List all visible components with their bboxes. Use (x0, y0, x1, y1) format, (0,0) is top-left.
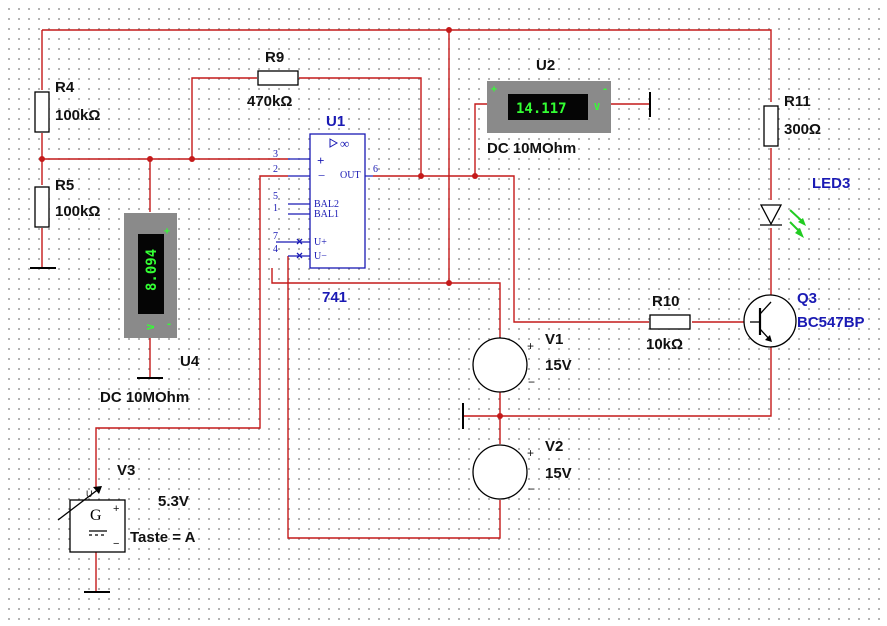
v2-value: 15V (545, 465, 572, 482)
u2-unit: V (594, 102, 600, 113)
r9-ref: R9 (265, 49, 284, 66)
v3-plus: + (113, 503, 119, 515)
v2-ref: V2 (545, 438, 563, 455)
wire-r9-to-out (299, 77, 422, 176)
u1-minus-sign: − (318, 168, 325, 183)
u1-part: 741 (322, 289, 347, 306)
u4-reading: 8.094 (144, 249, 160, 291)
v3-g-label: G (90, 507, 102, 524)
junction-dot (189, 156, 195, 162)
led-led3[interactable]: LED3 (759, 175, 850, 238)
u1-uplus-label: U+ (314, 237, 327, 248)
u1-uminus-label: U− (314, 251, 327, 262)
v1-plus: + (527, 339, 534, 353)
resistor-r11[interactable]: R11 300Ω (763, 93, 821, 147)
junction-dot (497, 413, 503, 419)
u1-out-label: OUT (340, 170, 361, 181)
junctions (39, 27, 503, 419)
u2-plus: + (491, 84, 497, 95)
junction-dot (472, 173, 478, 179)
u1-pin-4: 4 (273, 244, 278, 255)
u2-minus: - (602, 84, 608, 95)
r4-value: 100kΩ (55, 107, 100, 124)
junction-dot (446, 27, 452, 33)
u2-ref: U2 (536, 57, 555, 74)
resistor-r9[interactable]: R9 470kΩ (247, 49, 299, 110)
u4-mode: DC 10MOhm (100, 389, 189, 406)
wire-out-to-r10 (373, 175, 649, 323)
junction-dot (147, 156, 153, 162)
u1-ref: U1 (326, 113, 345, 130)
opamp-u1[interactable]: ∞ + − OUT BAL2 BAL1 U+ U− 3 2 5 1 7 4 6 … (273, 113, 378, 306)
resistor-r10[interactable]: R10 10kΩ (646, 293, 691, 353)
dc-source-v1[interactable]: + − V1 15V (472, 331, 572, 393)
grounds (30, 92, 651, 593)
junction-dot (446, 280, 452, 286)
adjustable-source-v3[interactable]: U G + − V3 5.3V Taste = A (57, 462, 196, 553)
v3-key-binding: Taste = A (130, 529, 196, 546)
transistor-q3[interactable]: Q3 BC547BP (743, 290, 865, 348)
u4-minus: - (166, 319, 172, 330)
v2-minus: − (528, 482, 535, 496)
u4-plus: + (164, 226, 170, 237)
v1-ref: V1 (545, 331, 563, 348)
u4-ref: U4 (180, 353, 200, 370)
u1-bal2-label: BAL2 (314, 199, 339, 210)
u1-pin-1: 1 (273, 203, 278, 214)
u2-mode: DC 10MOhm (487, 140, 576, 157)
v1-value: 15V (545, 357, 572, 374)
u1-pin-3: 3 (273, 149, 278, 160)
r11-value: 300Ω (784, 121, 821, 138)
q3-part: BC547BP (797, 314, 865, 331)
voltmeter-u2[interactable]: 14.117 V + - U2 DC 10MOhm (487, 57, 611, 157)
wire-out-to-u2 (474, 103, 487, 176)
wire-top-rail (42, 29, 772, 102)
r4-ref: R4 (55, 79, 75, 96)
r10-ref: R10 (652, 293, 680, 310)
wire-node-to-r9 (191, 77, 257, 159)
u1-pin-6: 6 (373, 164, 378, 175)
u1-pin-7: 7 (273, 231, 278, 242)
r5-value: 100kΩ (55, 203, 100, 220)
q3-ref: Q3 (797, 290, 817, 307)
junction-dot (39, 156, 45, 162)
wire-v-plus-to-u1 (271, 268, 501, 337)
dc-source-v2[interactable]: + − V2 15V (472, 438, 572, 500)
r10-value: 10kΩ (646, 336, 683, 353)
u1-pin-5: 5 (273, 191, 278, 202)
wire-gnd-to-emitter (463, 345, 772, 417)
r9-value: 470kΩ (247, 93, 292, 110)
resistor-r4[interactable]: R4 100kΩ (34, 79, 100, 133)
u1-pin-2: 2 (273, 164, 278, 175)
v3-ref: V3 (117, 462, 135, 479)
opamp-infinity-glyph: ∞ (340, 136, 349, 151)
junction-dot (418, 173, 424, 179)
v1-minus: − (528, 375, 535, 389)
v3-u-label: U (86, 489, 93, 499)
wire-v2-to-pin4 (287, 256, 501, 539)
voltmeter-u4[interactable]: 8.094 V + - U4 DC 10MOhm (100, 213, 200, 406)
r5-ref: R5 (55, 177, 74, 194)
v3-minus: − (113, 538, 119, 550)
u1-bal1-label: BAL1 (314, 209, 339, 220)
u1-plus-sign: + (317, 153, 324, 168)
v2-plus: + (527, 446, 534, 460)
u2-reading: 14.117 (516, 101, 567, 117)
u4-unit: V (146, 324, 157, 330)
v3-value: 5.3V (158, 493, 189, 510)
r11-ref: R11 (784, 93, 811, 110)
led3-ref: LED3 (812, 175, 850, 192)
resistor-r5[interactable]: R5 100kΩ (34, 177, 100, 228)
wire-pin2-to-v3 (95, 175, 288, 488)
